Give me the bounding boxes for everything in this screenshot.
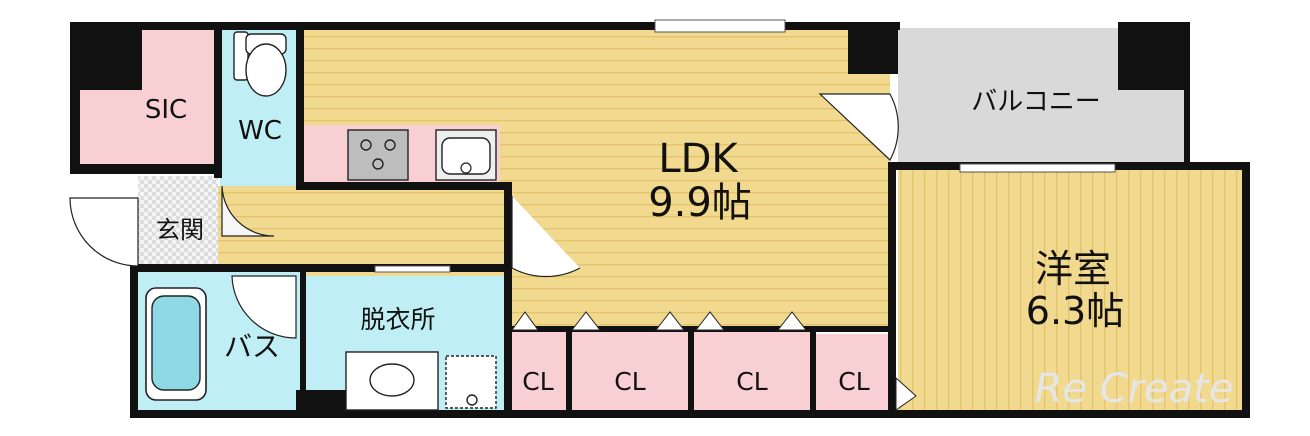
room-label-closet-1: CL [522, 367, 553, 396]
room-label-dressing: 脱衣所 [360, 305, 435, 334]
room-label-closet-4: CL [838, 367, 869, 396]
bathtub-icon [145, 287, 207, 401]
room-label-closet-3: CL [736, 367, 767, 396]
cl-floor-2 [572, 330, 688, 414]
room-size-western: 6.3帖 [1026, 289, 1124, 333]
room-size-ldk: 9.9帖 [648, 180, 752, 226]
room-label-genkan: 玄関 [156, 216, 204, 244]
genkan-floor [138, 176, 218, 268]
room-label-sic: SIC [145, 95, 187, 125]
room-label-ldk: LDK [658, 136, 739, 182]
toilet-icon [233, 31, 287, 97]
watermark: Re Create [1035, 366, 1234, 412]
room-label-balcony: バルコニー [971, 87, 1100, 117]
hall-floor [218, 186, 508, 268]
doors [69, 93, 899, 339]
cl-floor-3 [694, 330, 810, 414]
cl-floor-1 [512, 330, 568, 414]
room-label-closet-2: CL [614, 367, 645, 396]
sink-icon [435, 129, 497, 181]
room-label-western: 洋室 [1035, 247, 1111, 291]
cl-floor-4 [816, 334, 890, 414]
closet-doors [511, 311, 917, 411]
washer-icon [445, 355, 497, 409]
walls [70, 22, 1250, 418]
stove-icon [347, 129, 409, 181]
room-label-wc: WC [238, 116, 282, 146]
western-floor [898, 168, 1243, 413]
washbasin-icon [345, 351, 439, 411]
windows [374, 19, 1116, 273]
room-label-bath: バス [224, 330, 280, 363]
